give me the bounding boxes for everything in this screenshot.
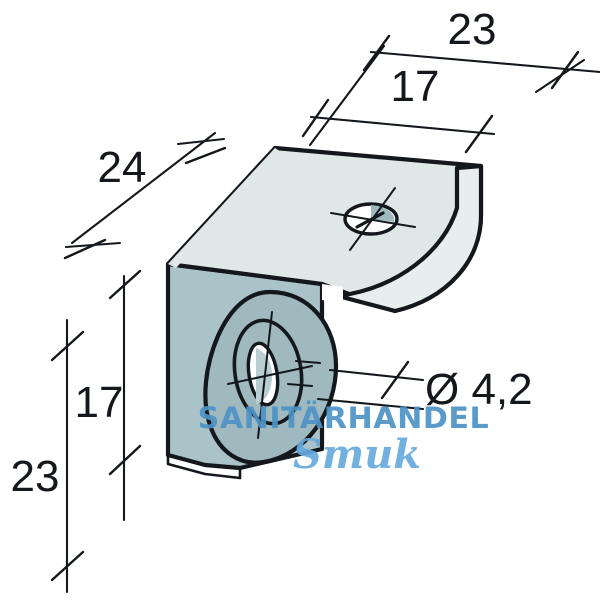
dim-label-17-top: 17 (391, 62, 440, 111)
dim-17-top-line (309, 115, 496, 136)
dim-23-top-line (369, 50, 600, 74)
dim-label-17-left: 17 (75, 378, 124, 427)
side-hole-centerline-v (257, 311, 273, 439)
watermark: SANITÄRHANDEL Smuk (198, 401, 490, 478)
dim-23-top-tick-left (362, 34, 391, 72)
dim-17-left-tick-top (108, 269, 142, 300)
dim-label-23-left: 23 (11, 452, 60, 501)
watermark-line-1: SANITÄRHANDEL (198, 401, 490, 435)
dim-hole-leader-upper (328, 368, 425, 382)
dim-23-left-tick-bottom (50, 550, 85, 582)
dim-23-ext-left (308, 44, 386, 147)
dim-24-ext-bottom (64, 241, 122, 249)
dim-hole-ext-short-upper (286, 382, 314, 388)
bracket-bottom-edge (166, 453, 242, 480)
dim-17-left-tick-bottom (108, 444, 142, 476)
dim-label-hole-diameter: Ø 4,2 (425, 365, 533, 414)
top-hole-centerline-v (349, 187, 396, 251)
dim-24-tick-top (184, 146, 227, 165)
dim-hole-tick (380, 360, 410, 400)
dim-23-left-tick-top (50, 330, 85, 362)
dim-23-ext-right (534, 58, 586, 94)
dim-label-23-top: 23 (448, 5, 497, 54)
dim-hole-ext-short-lower (294, 359, 322, 365)
watermark-line-2: Smuk (293, 431, 421, 478)
dim-17-top-tick-right (464, 114, 494, 154)
dim-17-top-tick-left (301, 98, 330, 138)
dim-label-24: 24 (98, 143, 147, 192)
dim-23-top-tick-right (550, 50, 580, 90)
dim-hole-leader-lower (316, 397, 425, 411)
side-hole-centerline-h (227, 365, 313, 385)
plate-edge-highlight (322, 284, 343, 304)
dim-24-tick-bottom (63, 238, 107, 260)
plate-left-edge (168, 148, 281, 268)
dim-24-ext-top (176, 137, 226, 146)
dim-24-line (70, 131, 217, 245)
